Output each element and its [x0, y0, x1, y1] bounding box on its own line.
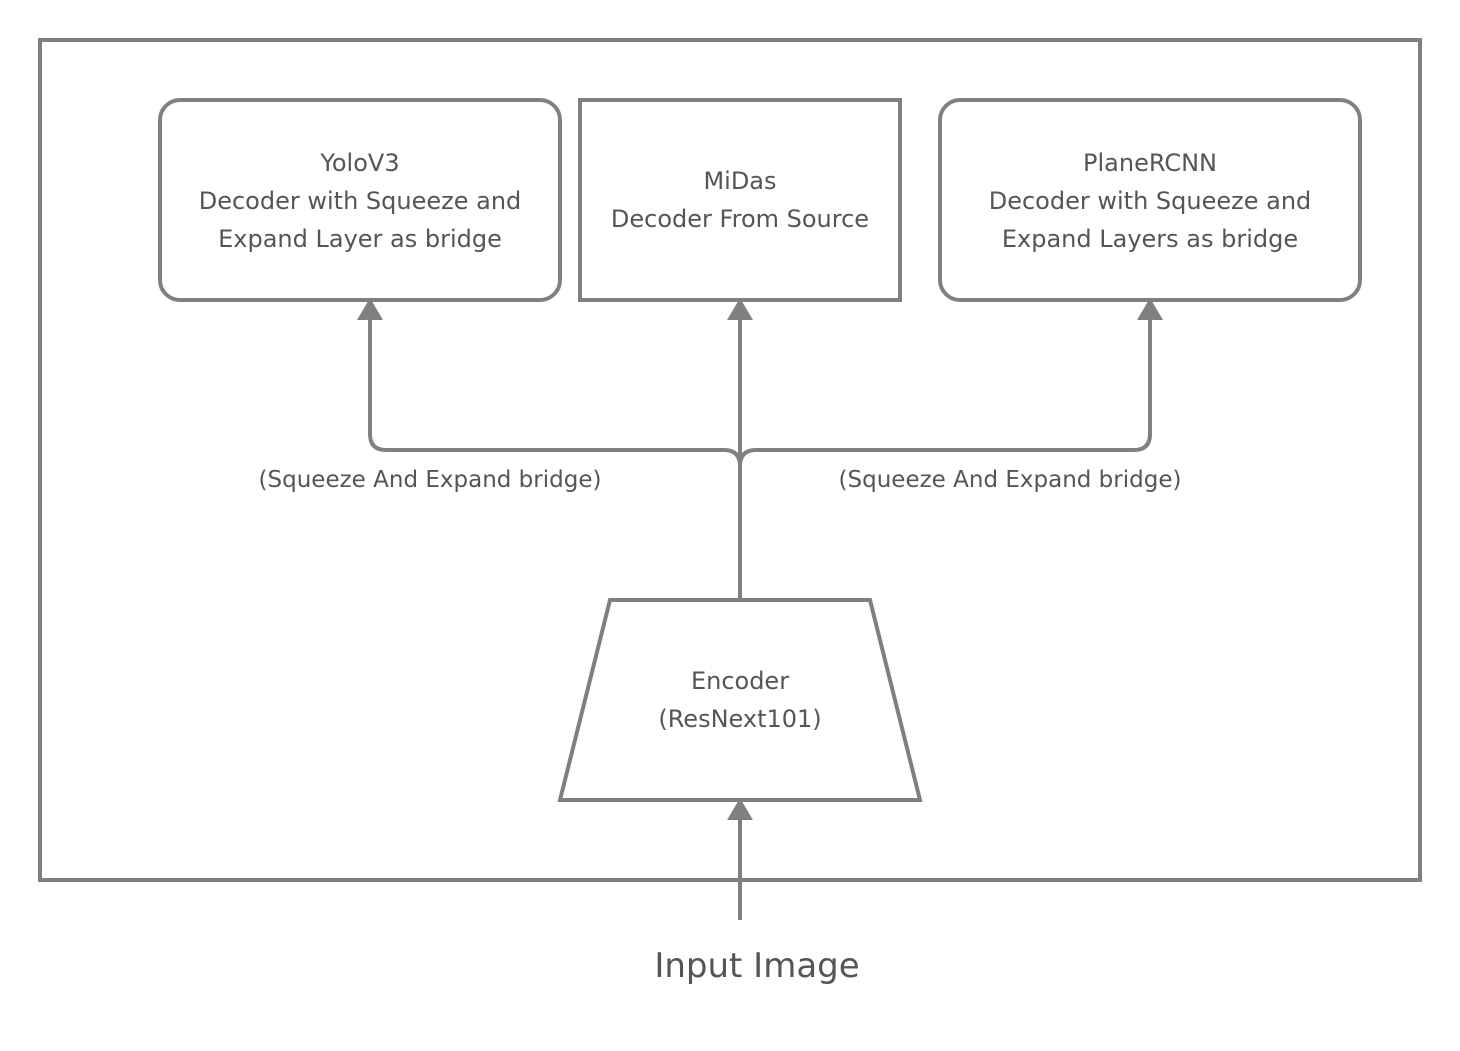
midas-title: MiDas [703, 167, 777, 195]
encoder-title: Encoder [690, 667, 790, 695]
encoder-label: Encoder (ResNext101) [590, 662, 890, 738]
connector-encoder-to-yolo [368, 316, 742, 470]
planercnn-desc-line3: Expand Layers as bridge [1001, 225, 1299, 253]
arrowhead-planercnn [1137, 298, 1163, 320]
encoder-backbone: (ResNext101) [658, 705, 822, 733]
encoder-trapezoid [557, 598, 923, 802]
arrowhead-yolo [357, 298, 383, 320]
yolo-decoder-box [158, 98, 562, 302]
yolo-title: YoloV3 [320, 149, 400, 177]
arrowhead-midas [727, 298, 753, 320]
outer-frame [38, 38, 1422, 882]
planercnn-desc-line2: Decoder with Squeeze and [988, 187, 1312, 215]
planercnn-decoder-label: PlaneRCNN Decoder with Squeeze and Expan… [940, 144, 1360, 258]
midas-desc-line2: Decoder From Source [610, 205, 870, 233]
yolo-desc-line3: Expand Layer as bridge [218, 225, 502, 253]
connector-encoder-to-planercnn [738, 316, 1152, 470]
yolo-decoder-label: YoloV3 Decoder with Squeeze and Expand L… [160, 144, 560, 258]
arrowhead-encoder [727, 798, 753, 820]
midas-decoder-box [578, 98, 902, 302]
right-bridge-label: (Squeeze And Expand bridge) [838, 467, 1182, 493]
yolo-desc-line2: Decoder with Squeeze and [198, 187, 522, 215]
planercnn-title: PlaneRCNN [1083, 149, 1217, 177]
midas-decoder-label: MiDas Decoder From Source [580, 162, 900, 238]
input-image-label: Input Image [654, 946, 860, 986]
left-bridge-label: (Squeeze And Expand bridge) [258, 467, 602, 493]
